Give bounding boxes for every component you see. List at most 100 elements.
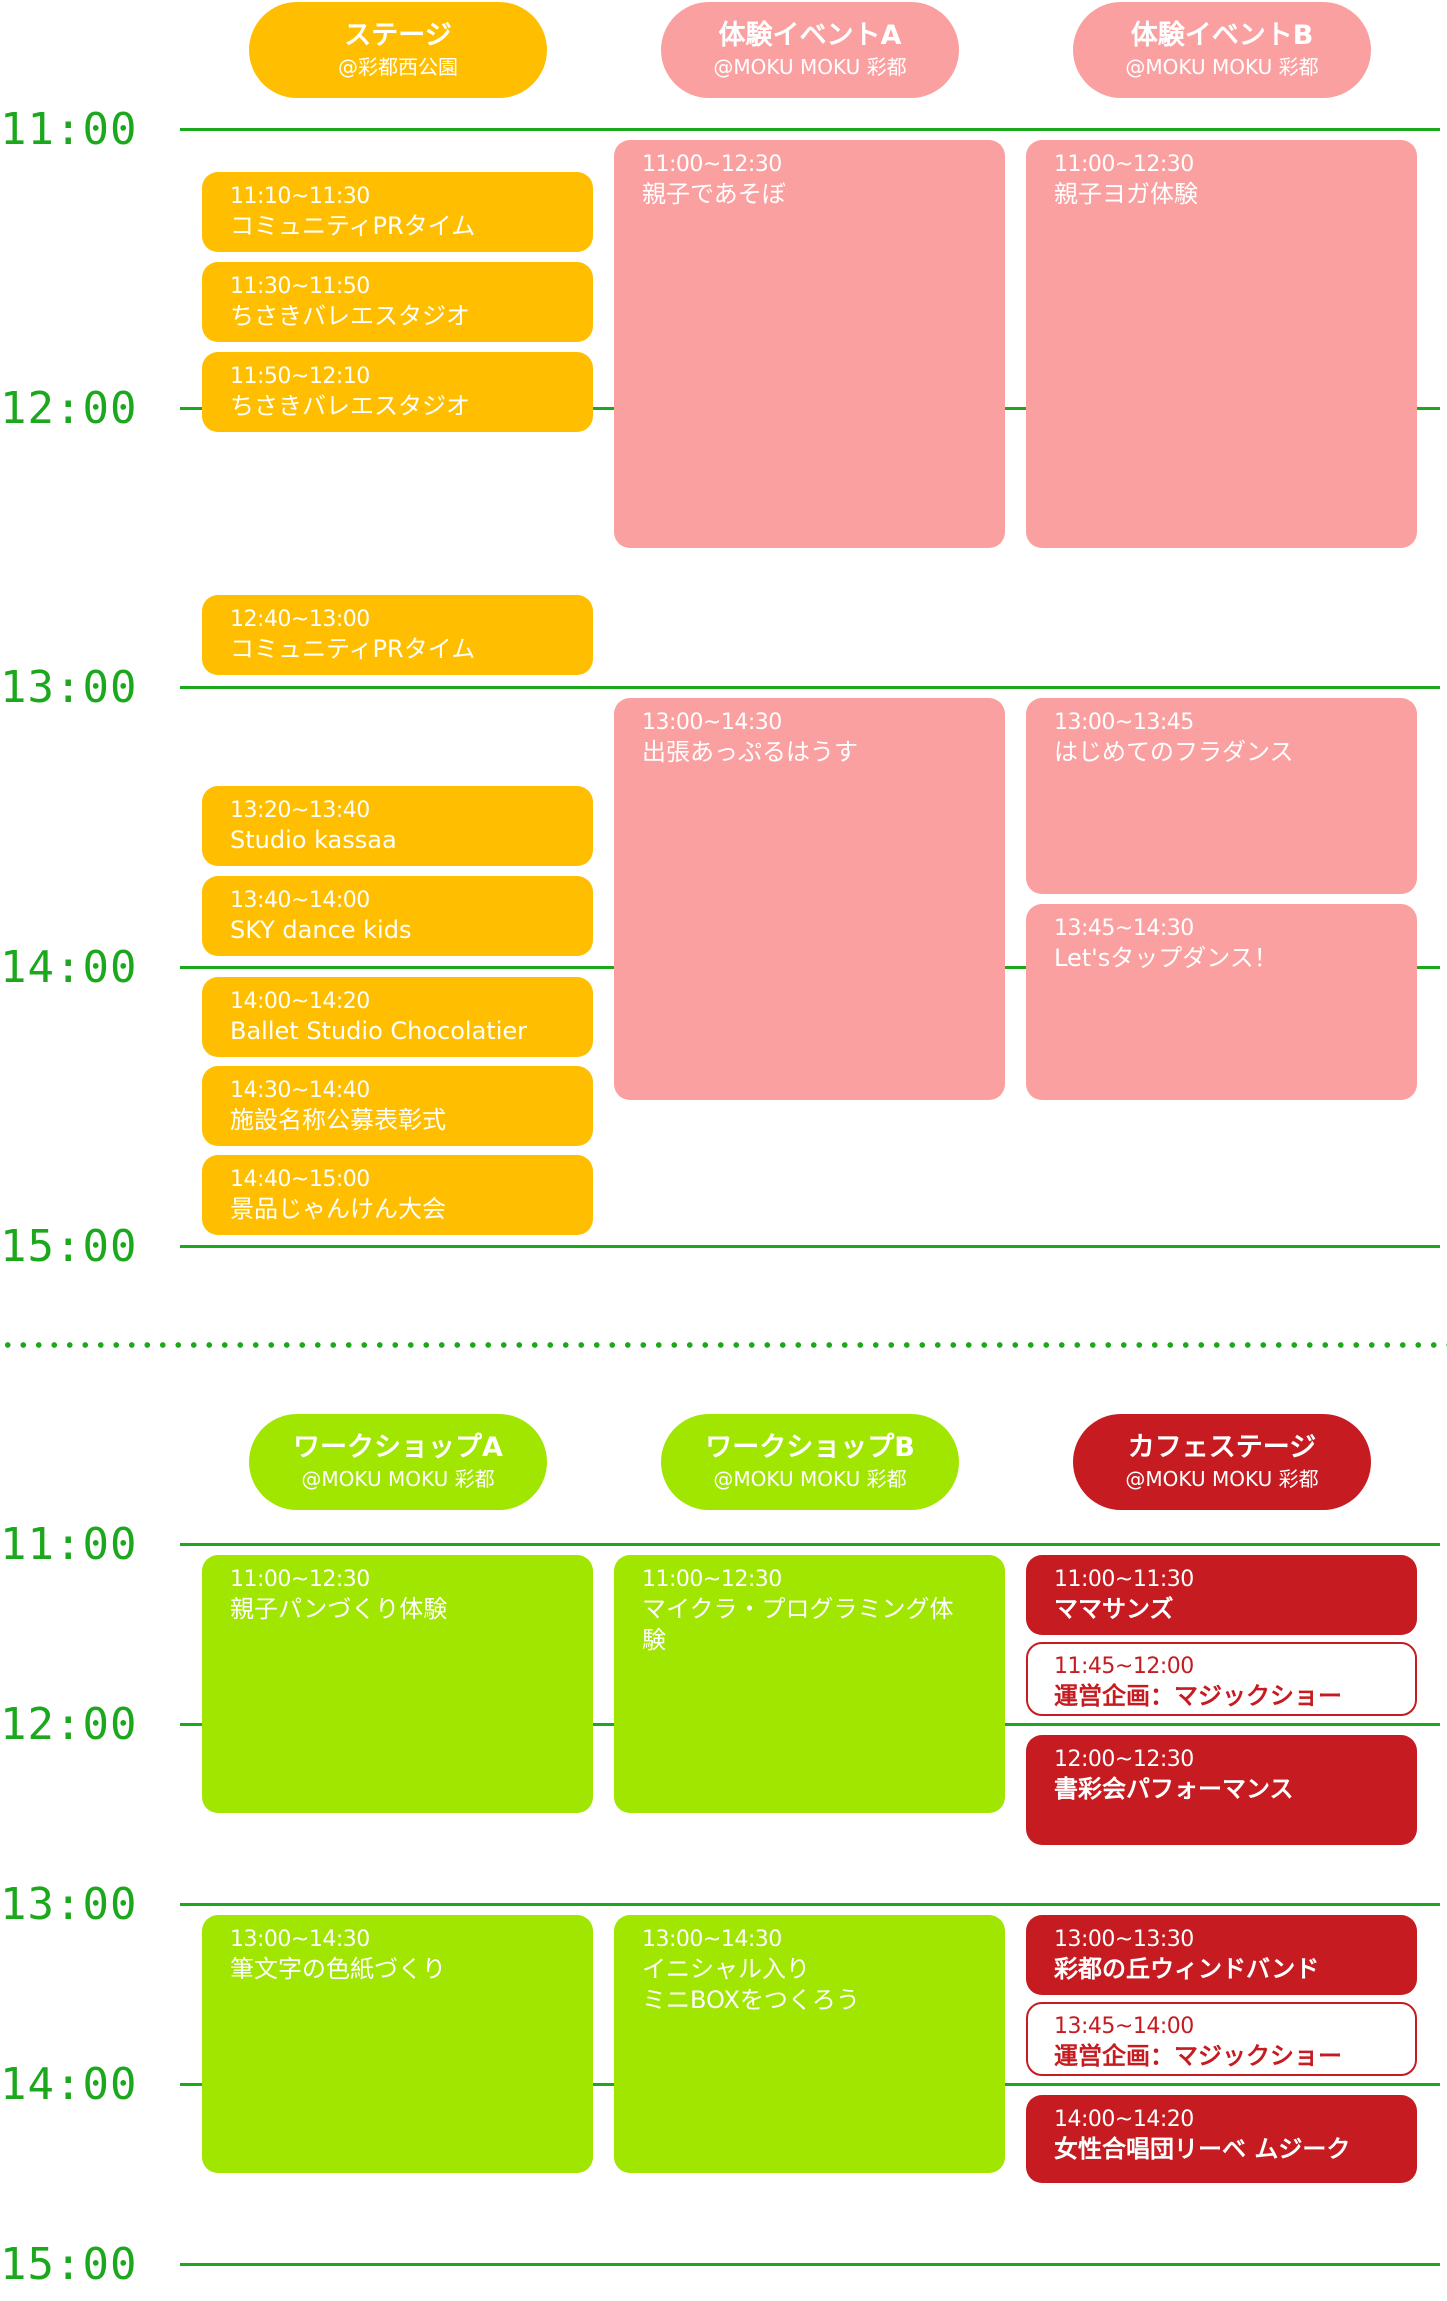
event-time: 13:20~13:40 xyxy=(230,798,370,823)
time-label-1200: 12:00 xyxy=(0,1699,138,1750)
time-label-1400: 14:00 xyxy=(0,2059,138,2110)
experience-b-event[interactable]: 13:45~14:30 Let'sタップダンス！ xyxy=(1026,904,1417,1100)
event-time: 11:30~11:50 xyxy=(230,274,370,299)
time-label-1200: 12:00 xyxy=(0,383,138,434)
event-time: 11:00~12:30 xyxy=(1054,152,1194,177)
event-title: 親子であそぼ xyxy=(642,180,786,208)
experience-b-event[interactable]: 13:00~13:45 はじめてのフラダンス xyxy=(1026,698,1417,894)
event-time: 11:00~12:30 xyxy=(642,1567,782,1592)
cafe-event-outlined[interactable]: 13:45~14:00 運営企画：マジックショー xyxy=(1026,2002,1417,2076)
event-title: 運営企画：マジックショー xyxy=(1054,1682,1342,1710)
hour-line xyxy=(180,128,1440,131)
column-header-experience-a: 体験イベントA @MOKU MOKU 彩都 xyxy=(661,2,959,98)
column-name: ワークショップB xyxy=(705,1432,915,1463)
event-time: 13:00~14:30 xyxy=(642,1927,782,1952)
event-title: ちさきバレエスタジオ xyxy=(230,392,470,420)
stage-event[interactable]: 12:40~13:00 コミュニティPRタイム xyxy=(202,595,593,675)
event-time: 13:00~14:30 xyxy=(230,1927,370,1952)
hour-line xyxy=(180,1543,1440,1546)
column-name: ワークショップA xyxy=(293,1432,503,1463)
column-venue: @MOKU MOKU 彩都 xyxy=(1125,55,1319,79)
event-title: SKY dance kids xyxy=(230,916,412,944)
event-time: 11:45~12:00 xyxy=(1054,1654,1194,1679)
time-label-1100: 11:00 xyxy=(0,1519,138,1570)
time-label-1300: 13:00 xyxy=(0,1879,138,1930)
event-title: イニシャル入り ミニBOXをつくろう xyxy=(642,1955,860,2014)
event-time: 11:00~11:30 xyxy=(1054,1567,1194,1592)
event-title: 運営企画：マジックショー xyxy=(1054,2042,1342,2070)
event-time: 14:00~14:20 xyxy=(1054,2107,1194,2132)
column-name: ステージ xyxy=(344,20,452,51)
event-time: 13:00~13:30 xyxy=(1054,1927,1194,1952)
event-title: Ballet Studio Chocolatier xyxy=(230,1017,527,1045)
workshop-a-event[interactable]: 13:00~14:30 筆文字の色紙づくり xyxy=(202,1915,593,2173)
stage-event[interactable]: 13:20~13:40 Studio kassaa xyxy=(202,786,593,866)
event-time: 14:40~15:00 xyxy=(230,1167,370,1192)
time-label-1400: 14:00 xyxy=(0,942,138,993)
cafe-event[interactable]: 13:00~13:30 彩都の丘ウィンドバンド xyxy=(1026,1915,1417,1995)
stage-event[interactable]: 11:10~11:30 コミュニティPRタイム xyxy=(202,172,593,252)
event-time: 13:45~14:30 xyxy=(1054,916,1194,941)
column-header-workshop-a: ワークショップA @MOKU MOKU 彩都 xyxy=(249,1414,547,1510)
cafe-event[interactable]: 12:00~12:30 書彩会パフォーマンス xyxy=(1026,1735,1417,1845)
workshop-a-event[interactable]: 11:00~12:30 親子パンづくり体験 xyxy=(202,1555,593,1813)
section-divider xyxy=(0,1342,1447,1348)
time-label-1100: 11:00 xyxy=(0,104,138,155)
event-title: 景品じゃんけん大会 xyxy=(230,1195,446,1223)
event-title: 女性合唱団リーベ ムジーク xyxy=(1054,2135,1351,2163)
column-header-cafe-stage: カフェステージ @MOKU MOKU 彩都 xyxy=(1073,1414,1371,1510)
event-time: 11:00~12:30 xyxy=(642,152,782,177)
column-header-stage: ステージ @彩都西公園 xyxy=(249,2,547,98)
stage-event[interactable]: 14:40~15:00 景品じゃんけん大会 xyxy=(202,1155,593,1235)
event-title: Studio kassaa xyxy=(230,826,397,854)
event-title: 筆文字の色紙づくり xyxy=(230,1955,446,1983)
event-time: 13:00~14:30 xyxy=(642,710,782,735)
event-time: 14:30~14:40 xyxy=(230,1078,370,1103)
event-title: コミュニティPRタイム xyxy=(230,635,476,663)
column-venue: @MOKU MOKU 彩都 xyxy=(301,1467,495,1491)
workshop-b-event[interactable]: 11:00~12:30 マイクラ・プログラミング体験 xyxy=(614,1555,1005,1813)
hour-line xyxy=(180,1245,1440,1248)
event-time: 11:50~12:10 xyxy=(230,364,370,389)
event-time: 11:00~12:30 xyxy=(230,1567,370,1592)
event-time: 13:45~14:00 xyxy=(1054,2014,1194,2039)
column-name: カフェステージ xyxy=(1127,1432,1317,1463)
cafe-event[interactable]: 11:00~11:30 ママサンズ xyxy=(1026,1555,1417,1635)
column-name: 体験イベントA xyxy=(718,20,902,51)
workshop-b-event[interactable]: 13:00~14:30 イニシャル入り ミニBOXをつくろう xyxy=(614,1915,1005,2173)
event-title: 親子パンづくり体験 xyxy=(230,1595,448,1623)
event-title: 出張あっぷるはうす xyxy=(642,738,858,766)
stage-event[interactable]: 13:40~14:00 SKY dance kids xyxy=(202,876,593,956)
event-title: ママサンズ xyxy=(1054,1595,1174,1623)
event-title: 親子ヨガ体験 xyxy=(1054,180,1198,208)
event-title: 彩都の丘ウィンドバンド xyxy=(1054,1955,1320,1983)
event-time: 14:00~14:20 xyxy=(230,989,370,1014)
hour-line xyxy=(180,2263,1440,2266)
stage-event[interactable]: 14:00~14:20 Ballet Studio Chocolatier xyxy=(202,977,593,1057)
stage-event[interactable]: 11:30~11:50 ちさきバレエスタジオ xyxy=(202,262,593,342)
column-header-experience-b: 体験イベントB @MOKU MOKU 彩都 xyxy=(1073,2,1371,98)
cafe-event-outlined[interactable]: 11:45~12:00 運営企画：マジックショー xyxy=(1026,1642,1417,1716)
time-label-1500: 15:00 xyxy=(0,2239,138,2290)
experience-b-event[interactable]: 11:00~12:30 親子ヨガ体験 xyxy=(1026,140,1417,548)
event-time: 12:00~12:30 xyxy=(1054,1747,1194,1772)
column-venue: @MOKU MOKU 彩都 xyxy=(1125,1467,1319,1491)
event-title: コミュニティPRタイム xyxy=(230,212,476,240)
time-label-1500: 15:00 xyxy=(0,1221,138,1272)
cafe-event[interactable]: 14:00~14:20 女性合唱団リーベ ムジーク xyxy=(1026,2095,1417,2183)
event-title: 書彩会パフォーマンス xyxy=(1054,1775,1294,1803)
stage-event[interactable]: 11:50~12:10 ちさきバレエスタジオ xyxy=(202,352,593,432)
stage-event[interactable]: 14:30~14:40 施設名称公募表彰式 xyxy=(202,1066,593,1146)
hour-line xyxy=(180,1903,1440,1906)
hour-line xyxy=(180,686,1440,689)
event-time: 13:00~13:45 xyxy=(1054,710,1194,735)
column-venue: @MOKU MOKU 彩都 xyxy=(713,1467,907,1491)
event-title: 施設名称公募表彰式 xyxy=(230,1106,446,1134)
event-time: 13:40~14:00 xyxy=(230,888,370,913)
event-time: 12:40~13:00 xyxy=(230,607,370,632)
event-title: ちさきバレエスタジオ xyxy=(230,302,470,330)
experience-a-event[interactable]: 11:00~12:30 親子であそぼ xyxy=(614,140,1005,548)
experience-a-event[interactable]: 13:00~14:30 出張あっぷるはうす xyxy=(614,698,1005,1100)
event-title: マイクラ・プログラミング体験 xyxy=(642,1595,954,1654)
column-venue: @MOKU MOKU 彩都 xyxy=(713,55,907,79)
